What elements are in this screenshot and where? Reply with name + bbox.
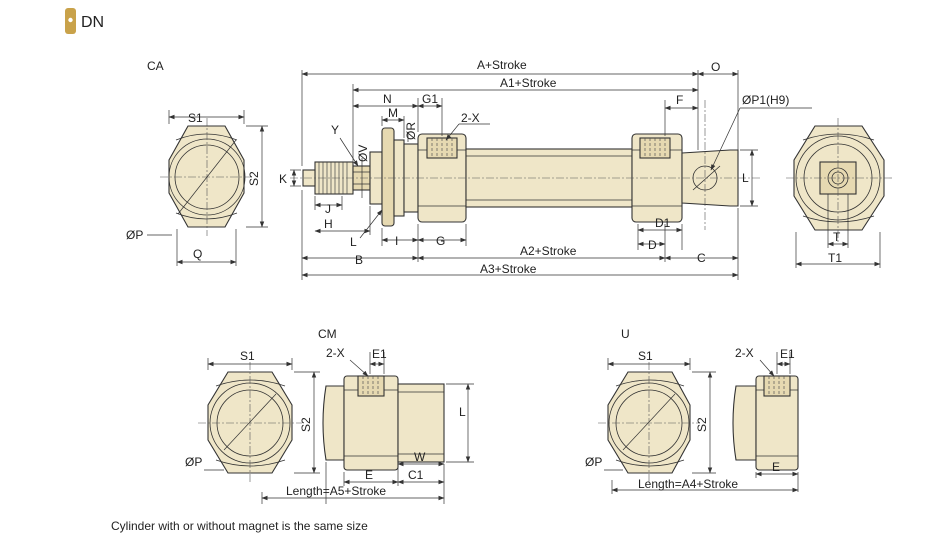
dim-p1-h9: ØP1(H9) [742, 93, 789, 107]
dim-d: D [648, 238, 657, 252]
dim-b: B [355, 253, 363, 267]
u-length-label: Length=A4+Stroke [638, 477, 738, 491]
cm-s2-label: S2 [299, 417, 313, 432]
cm-p-label: ØP [185, 455, 202, 469]
cm-2x-label: 2-X [326, 346, 345, 360]
cm-view-label: CM [318, 327, 337, 341]
u-s1-label: S1 [638, 349, 653, 363]
ca-hex-body [168, 125, 245, 228]
dim-g: G [436, 234, 445, 248]
ca-s2-label: S2 [247, 171, 261, 186]
main-view: A+Stroke O A1+Stroke N G1 2-X F ØP1(H9) … [279, 58, 812, 280]
ca-s1-label: S1 [188, 111, 203, 125]
dim-r: ØR [404, 122, 418, 140]
dim-o: O [711, 60, 720, 74]
u-2x-label: 2-X [735, 346, 754, 360]
dim-f: F [676, 93, 683, 107]
ca-p-label: ØP [126, 228, 143, 242]
dim-i: I [395, 234, 398, 248]
cm-view: CM S1 S2 ØP 2-X E1 L [185, 327, 474, 504]
cm-w-label: W [414, 450, 426, 464]
cm-e-label: E [365, 468, 373, 482]
u-e-label: E [772, 460, 780, 474]
rear-view: T T1 [786, 118, 892, 268]
u-e1-label: E1 [780, 347, 795, 361]
cm-c1-label: C1 [408, 468, 424, 482]
dim-a-stroke: A+Stroke [477, 58, 527, 72]
dim-a1-stroke: A1+Stroke [500, 76, 557, 90]
ca-q-label: Q [193, 247, 202, 261]
u-p-label: ØP [585, 455, 602, 469]
ca-view-label: CA [147, 59, 164, 73]
dim-front-2x: 2-X [461, 111, 480, 125]
cm-e1-label: E1 [372, 347, 387, 361]
cm-s1-label: S1 [240, 349, 255, 363]
ca-view: CA S1 S2 ØP Q [126, 59, 268, 266]
dim-t1: T1 [828, 251, 842, 265]
dim-a2-stroke: A2+Stroke [520, 244, 577, 258]
dim-j: J [325, 202, 331, 216]
dim-g1: G1 [422, 92, 438, 106]
dim-c: C [697, 251, 706, 265]
dim-l-small: L [350, 235, 357, 249]
dim-y: Y [331, 123, 339, 137]
u-s2-label: S2 [695, 417, 709, 432]
cm-length-label: Length=A5+Stroke [286, 484, 386, 498]
dim-n: N [383, 92, 392, 106]
dim-v: ØV [356, 145, 370, 162]
dim-a3-stroke: A3+Stroke [480, 262, 537, 276]
u-view-label: U [621, 327, 630, 341]
u-view: U S1 S2 ØP 2-X E1 E [585, 327, 799, 494]
badge-dot-icon [68, 17, 73, 23]
page-title: DN [81, 14, 104, 31]
dim-d1: D1 [655, 216, 671, 230]
dim-t: T [833, 230, 841, 244]
mounting-nut [381, 127, 395, 227]
footer-note: Cylinder with or without magnet is the s… [111, 519, 368, 533]
cm-l-label: L [459, 405, 466, 419]
dim-k: K [279, 172, 287, 186]
dim-l-big: L [742, 171, 749, 185]
header: DN [65, 8, 104, 34]
dim-h: H [324, 217, 333, 231]
dim-m: M [388, 106, 398, 120]
